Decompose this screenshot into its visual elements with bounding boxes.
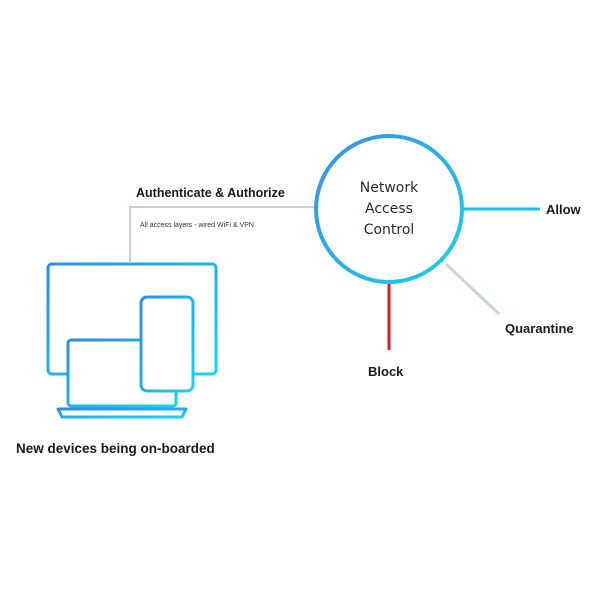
auth-label: Authenticate & Authorize — [136, 186, 285, 200]
nac-label-line1: Network — [360, 180, 419, 196]
auth-connector-line — [129, 206, 318, 262]
nac-label-line2: Access — [365, 201, 413, 217]
allow-label: Allow — [546, 202, 582, 217]
nac-label-line3: Control — [364, 222, 415, 238]
devices-icon — [46, 262, 218, 419]
access-layers-label: All access layers - wired WiFi & VPN — [140, 222, 254, 229]
quarantine-label: Quarantine — [505, 321, 574, 336]
quarantine-line — [444, 262, 501, 316]
nac-circle — [314, 134, 464, 284]
devices-caption: New devices being on-boarded — [16, 441, 215, 456]
phone-icon — [139, 295, 195, 393]
block-label: Block — [368, 364, 404, 379]
